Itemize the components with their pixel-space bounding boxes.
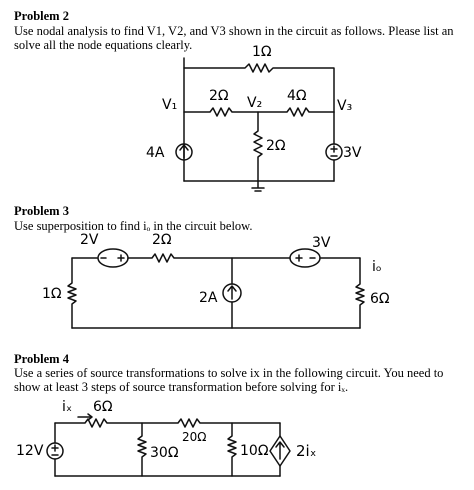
p4-label-2ix: 2iₓ	[296, 442, 317, 460]
problem-3-heading: Problem 3	[14, 204, 69, 218]
p2-label-v1: V₁	[162, 97, 178, 113]
p4-label-ix: iₓ	[62, 399, 73, 415]
p2-label-2ohm-top: 2Ω	[209, 88, 229, 104]
p3-label-2ohm: 2Ω	[152, 232, 172, 248]
p2-label-v3: V₃	[337, 98, 353, 114]
p2-label-3v: 3V	[343, 145, 362, 161]
p2-label-2ohm-mid: 2Ω	[266, 138, 286, 154]
problem-3-circuit	[67, 248, 365, 329]
problem-4-heading: Problem 4	[14, 352, 69, 366]
p2-label-4ohm: 4Ω	[287, 88, 307, 104]
p3-label-2a: 2A	[199, 290, 218, 306]
problem-2-circuit	[175, 57, 343, 192]
problem-2-heading: Problem 2	[14, 9, 69, 23]
problem-2-text-line-2: solve all the node equations clearly.	[14, 38, 193, 52]
problem-2-text-line-1: Use nodal analysis to find V1, V2, and V…	[14, 24, 454, 38]
problem-4-text-line-2: show at least 3 steps of source transfor…	[14, 380, 349, 394]
problem-4-circuit	[46, 413, 291, 477]
p2-label-1ohm: 1Ω	[252, 44, 272, 60]
p3-label-io: iₒ	[372, 259, 382, 275]
p2-label-v2: V₂	[247, 95, 263, 111]
problem-3-text-line-1: Use superposition to find iₒ in the circ…	[14, 219, 253, 233]
problem-4-text-line-1: Use a series of source transformations t…	[14, 366, 444, 380]
p4-label-20ohm: 20Ω	[182, 430, 207, 444]
p4-label-30ohm: 30Ω	[150, 445, 179, 461]
p4-label-12v: 12V	[16, 443, 44, 459]
p2-label-4a: 4A	[146, 145, 165, 161]
p4-label-6ohm: 6Ω	[93, 399, 113, 415]
p3-label-3v: 3V	[312, 235, 331, 251]
p4-label-10ohm: 10Ω	[240, 443, 269, 459]
p3-label-2v: 2V	[80, 232, 99, 248]
p3-label-6ohm: 6Ω	[370, 291, 390, 307]
p3-label-1ohm: 1Ω	[42, 286, 62, 302]
